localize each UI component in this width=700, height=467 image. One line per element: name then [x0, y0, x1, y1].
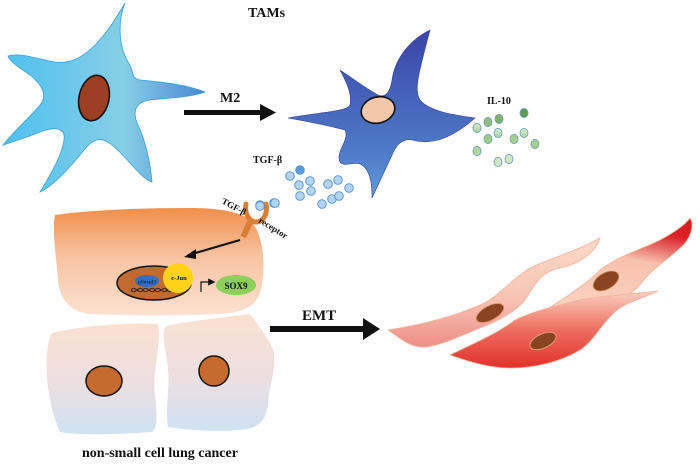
tgfb-label: TGF-β — [253, 155, 282, 166]
mesenchymal-nucleus — [592, 270, 620, 292]
il10-dot — [493, 156, 503, 168]
bound-tgfb — [270, 198, 280, 208]
sox9-label: SOX9 — [224, 281, 248, 291]
macrophage-nucleus-pink — [360, 95, 396, 125]
tgfb-dot — [334, 191, 344, 201]
tgfb-dot — [333, 175, 343, 185]
tgfb-dot — [295, 165, 305, 175]
tumor-nucleus — [85, 365, 123, 397]
sox9-gene — [216, 275, 256, 295]
dna-helix-strand — [130, 287, 181, 293]
tgfb-dot — [285, 171, 295, 181]
cjun-protein — [163, 263, 193, 293]
tgfb-dot — [344, 183, 354, 193]
tgfb-dot — [323, 179, 333, 189]
mesenchymal-cell-1 — [386, 237, 601, 348]
nsclc-caption: non-small cell lung cancer — [82, 446, 238, 461]
macrophage-unpolarized — [1, 2, 207, 193]
il10-dot — [504, 153, 514, 165]
m2-arrow — [184, 104, 276, 121]
mesenchymal-nucleus — [529, 331, 557, 351]
il10-dot — [483, 116, 493, 128]
mesenchymal-nucleus — [475, 303, 505, 323]
tgfb-dot — [306, 186, 316, 196]
tgfb-dot — [317, 199, 327, 209]
tumor-cell-top — [53, 208, 264, 316]
receptor-label: receptor — [257, 215, 290, 241]
tams-title: TAMs — [248, 6, 286, 21]
tgfb-dot — [294, 180, 304, 190]
psmad3-protein — [135, 275, 159, 287]
il10-label: IL-10 — [487, 96, 511, 107]
psmad3-label: pSmad3 — [138, 280, 156, 286]
il10-dot — [519, 107, 529, 119]
tgfb-dot — [305, 176, 315, 186]
m2-label: M2 — [220, 91, 240, 106]
il10-dot — [472, 122, 482, 134]
il10-dot — [530, 138, 540, 150]
mesenchymal-cells — [386, 217, 693, 369]
il10-dot — [483, 133, 493, 145]
signal-arrow — [184, 239, 241, 259]
macrophage-m2 — [287, 29, 476, 199]
mesenchymal-cell-3 — [448, 290, 659, 369]
il10-dot — [494, 113, 504, 125]
il10-dot — [472, 145, 482, 157]
transcription-arrow — [200, 278, 216, 292]
receptor-cup — [243, 201, 269, 225]
nsclc-cells — [46, 208, 275, 435]
il10-cytokines — [472, 107, 540, 168]
tgfb-dot — [295, 191, 305, 201]
emt-arrow — [270, 318, 380, 340]
il10-dot — [509, 133, 519, 145]
bound-tgfb — [255, 201, 265, 211]
il10-dot — [519, 127, 529, 139]
macrophage-nucleus-brown — [77, 74, 111, 122]
tumor-nucleus — [198, 355, 230, 387]
cjun-label: c-Jun — [171, 275, 187, 282]
tumor-nucleus-signaling: pSmad3 c-Jun SOX9 — [116, 263, 256, 301]
il10-dot — [493, 127, 503, 139]
emt-label: EMT — [302, 308, 336, 324]
